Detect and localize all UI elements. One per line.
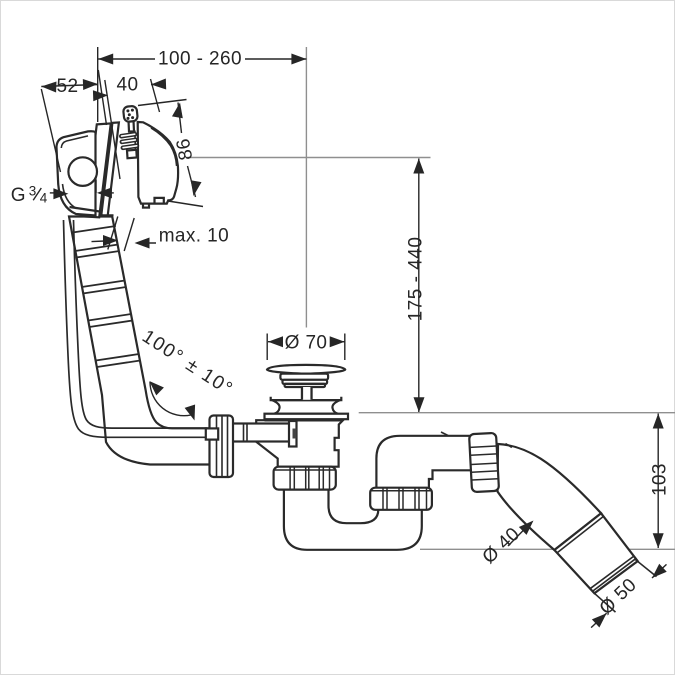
svg-text:52: 52 [57,76,79,97]
svg-text:175 - 440: 175 - 440 [406,237,427,322]
svg-text:max. 10: max. 10 [159,226,229,247]
svg-text:3: 3 [29,183,37,198]
svg-text:4: 4 [40,190,48,205]
svg-text:40: 40 [117,75,139,96]
svg-text:100 - 260: 100 - 260 [158,49,242,70]
svg-text:G: G [11,185,26,206]
svg-text:86: 86 [173,137,197,162]
svg-text:103: 103 [649,463,670,496]
svg-text:Ø 70: Ø 70 [285,332,328,353]
